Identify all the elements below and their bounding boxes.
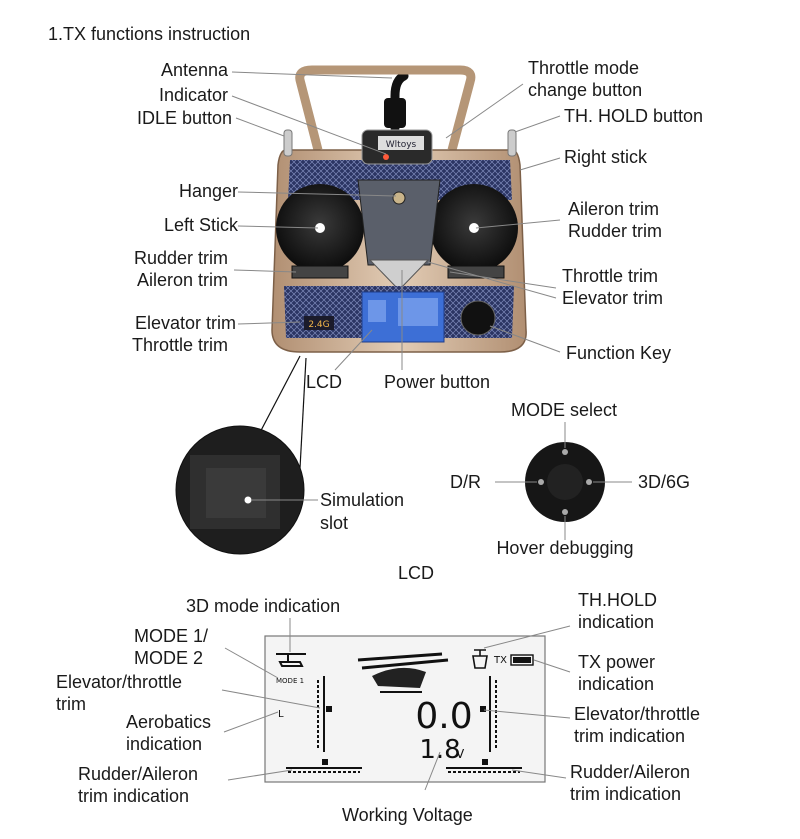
label-hover-debugging: Hover debugging (496, 538, 634, 558)
label-throttle-trim-left: Throttle trim (131, 335, 228, 355)
label-aileron-trim-right: Aileron trim (568, 199, 660, 219)
left-vertical-trim (317, 676, 332, 752)
label-3d-mode: 3D mode indication (186, 596, 341, 616)
label-mode-2: MODE 2 (134, 648, 204, 668)
label-thhold-2: indication (578, 612, 655, 632)
label-aileron-trim-left: Aileron trim (136, 270, 228, 290)
lcd-leader-lines (221, 618, 571, 791)
lcd-aero-text: L (278, 709, 284, 720)
label-rudder-trim-left: Rudder trim (133, 248, 228, 268)
left-horizontal-trim (286, 759, 362, 773)
battery-icon (510, 654, 534, 666)
label-aero-1: Aerobatics (126, 712, 212, 732)
right-vertical-trim (480, 676, 497, 752)
label-elev-right-1: Elevator/throttle (574, 704, 701, 724)
label-3d6g: 3D/6G (638, 472, 691, 492)
label-mode-select: MODE select (510, 400, 618, 420)
label-elevator-trim-right: Elevator trim (562, 288, 664, 308)
indicator-led (383, 154, 389, 160)
label-thhold-1: TH.HOLD (578, 590, 658, 610)
label-mode-1: MODE 1/ (134, 626, 209, 646)
label-rud-left-1: Rudder/Aileron (78, 764, 199, 784)
band-text: 2.4G (308, 320, 329, 330)
label-simulation-1: Simulation (320, 490, 405, 510)
label-lcd-section-title: LCD (398, 563, 435, 583)
lcd-detail: MODE 1 L TX (264, 635, 546, 783)
simulation-slot-detail (175, 355, 318, 555)
lcd-tx-text: TX (493, 655, 507, 666)
brand-text: Wltoys (386, 140, 417, 150)
label-throttle-trim-right: Throttle trim (562, 266, 659, 286)
antenna-shape (390, 71, 409, 133)
label-txpower-1: TX power (578, 652, 656, 672)
right-horizontal-trim (446, 759, 522, 773)
function-key-dial (460, 300, 496, 336)
lcd-mode-text: MODE 1 (276, 677, 304, 685)
label-aero-2: indication (126, 734, 203, 754)
label-elev-left-2: trim (56, 694, 86, 714)
label-lcd-tx: LCD (306, 372, 343, 392)
label-hanger: Hanger (178, 181, 238, 201)
lcd-voltage-unit: V (456, 747, 465, 761)
label-rudder-trim-right: Rudder trim (568, 221, 663, 241)
thhold-icon (472, 649, 488, 669)
label-antenna: Antenna (160, 60, 228, 80)
handle-shape (295, 65, 476, 152)
label-throttle-mode-1: Throttle mode (528, 58, 640, 78)
heli-3d-icon (276, 653, 306, 667)
label-function-key: Function Key (566, 343, 672, 363)
tx-leader-lines (231, 71, 561, 371)
label-elev-left-1: Elevator/throttle (56, 672, 183, 692)
label-working-voltage: Working Voltage (342, 805, 473, 825)
label-elevator-trim-left: Elevator trim (134, 313, 236, 333)
lcd-voltage-digits: 0.0 (415, 696, 472, 737)
label-right-stick: Right stick (564, 147, 648, 167)
label-rud-left-2: trim indication (78, 786, 190, 806)
label-idle-button: IDLE button (136, 108, 232, 128)
label-elev-right-2: trim indication (574, 726, 686, 746)
page-heading: 1.TX functions instruction (48, 24, 251, 44)
label-power-button: Power button (384, 372, 491, 392)
label-indicator: Indicator (158, 85, 228, 105)
label-th-hold-button: TH. HOLD button (564, 106, 704, 126)
label-left-stick: Left Stick (163, 215, 238, 235)
label-txpower-2: indication (578, 674, 655, 694)
label-dr: D/R (450, 472, 481, 492)
lcd-voltage-digits-2: 1.8 (419, 735, 460, 765)
label-throttle-mode-2: change button (528, 80, 643, 100)
label-rud-right-1: Rudder/Aileron (570, 762, 691, 782)
transmitter-illustration: Wltoys 2.4G (271, 65, 527, 353)
label-simulation-2: slot (320, 513, 349, 533)
label-rud-right-2: trim indication (570, 784, 682, 804)
mode-dial-detail (495, 422, 632, 540)
heli-main-icon (357, 652, 449, 693)
